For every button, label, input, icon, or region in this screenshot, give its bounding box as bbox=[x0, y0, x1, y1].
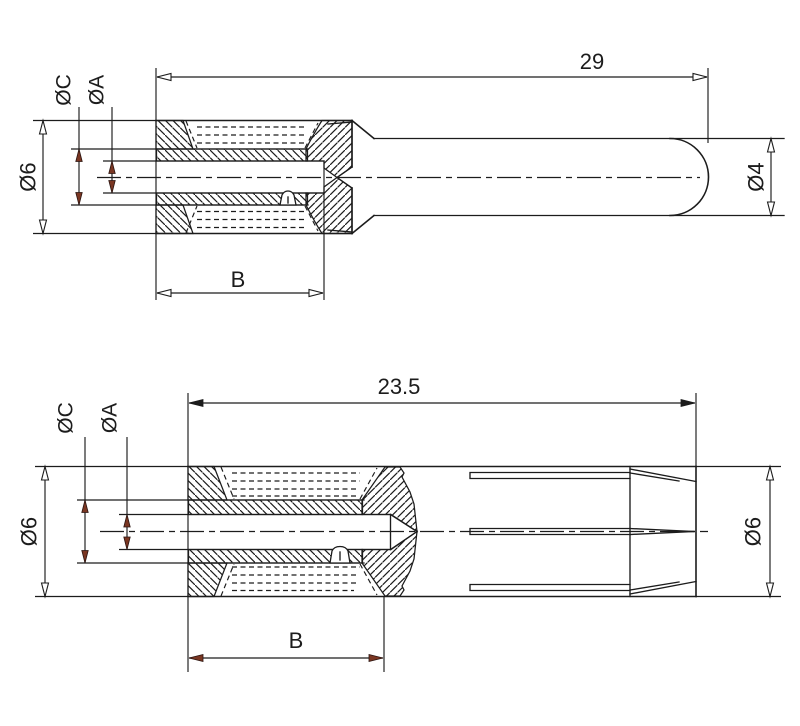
socket-dim-barrel-length: B bbox=[188, 596, 385, 672]
dim-label-socket-inner-c: ØC bbox=[55, 402, 78, 434]
pin-contact-view: 29 B Ø6 ØC bbox=[16, 49, 785, 300]
dim-label-pin-dia: Ø4 bbox=[744, 162, 769, 191]
pin-dim-barrel-length: B bbox=[156, 161, 325, 300]
pin-dim-inner-a: ØA bbox=[86, 75, 156, 194]
dim-label-socket-body-dia-right: Ø6 bbox=[741, 517, 766, 546]
pin-dim-body-dia: Ø6 bbox=[16, 118, 156, 236]
dim-label-socket-body-dia-left: Ø6 bbox=[17, 517, 42, 546]
dim-label-socket-length: 23.5 bbox=[378, 374, 421, 399]
pin-dim-overall-length: 29 bbox=[155, 49, 709, 300]
socket-dim-overall-length: 23.5 bbox=[187, 374, 697, 672]
socket-crimp-indent bbox=[329, 545, 351, 564]
socket-body-outline bbox=[187, 465, 781, 598]
dim-label-pin-inner-c: ØC bbox=[53, 74, 76, 106]
pin-crimp-indent bbox=[279, 190, 297, 206]
dim-label-pin-length: 29 bbox=[580, 49, 604, 74]
socket-serration-dashes bbox=[220, 466, 378, 597]
socket-dim-body-dia-left: Ø6 bbox=[17, 464, 188, 599]
dim-label-socket-inner-a: ØA bbox=[99, 403, 122, 433]
pin-body-outline bbox=[155, 119, 785, 235]
socket-contact-view: 23.5 B Ø6 Ø6 bbox=[17, 374, 781, 672]
pin-dim-pin-dia: Ø4 bbox=[744, 136, 776, 218]
pin-serration-dashes bbox=[185, 120, 319, 234]
pin-dim-inner-c: ØC bbox=[53, 74, 156, 206]
dim-label-pin-inner-a: ØA bbox=[86, 75, 109, 105]
dim-label-pin-barrel: B bbox=[231, 267, 246, 292]
socket-dim-inner-c: ØC bbox=[55, 402, 188, 564]
dim-label-pin-body-dia: Ø6 bbox=[16, 162, 41, 191]
socket-dim-inner-a: ØA bbox=[99, 403, 188, 551]
dim-label-socket-barrel: B bbox=[289, 628, 304, 653]
socket-dim-body-dia-right: Ø6 bbox=[741, 464, 775, 599]
